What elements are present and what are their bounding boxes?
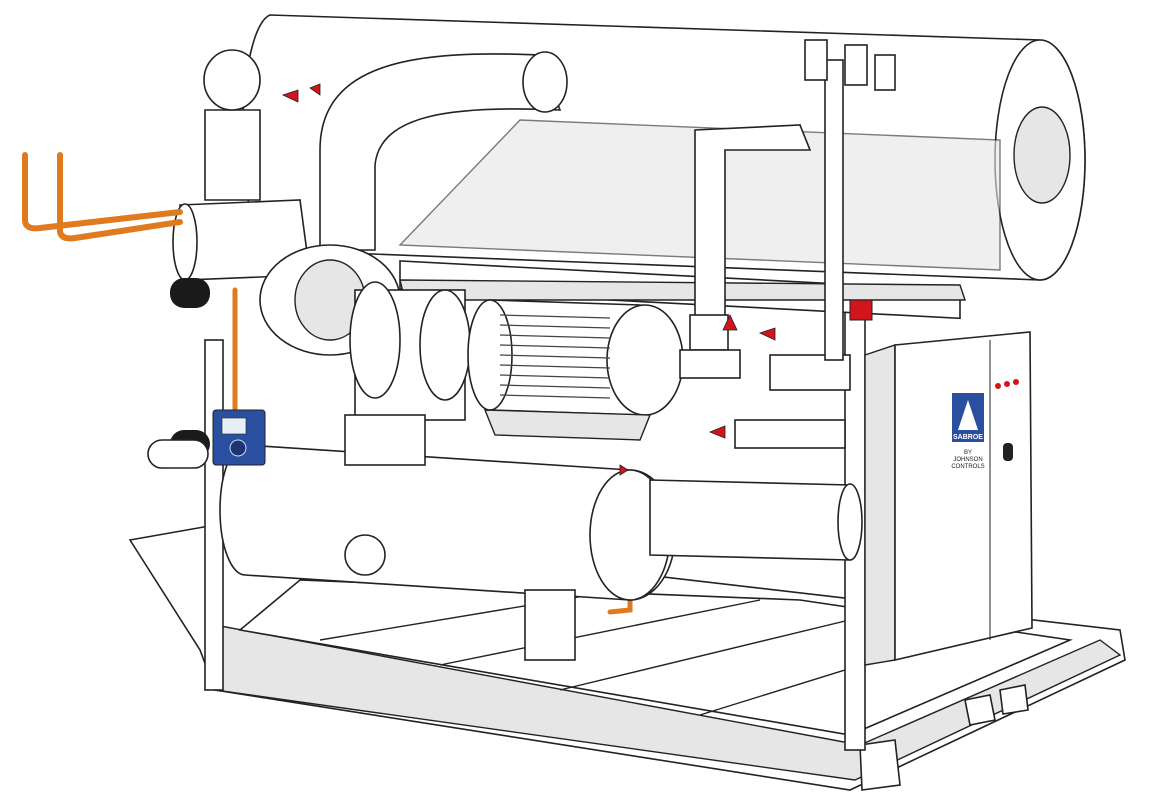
indicator-light	[995, 383, 1001, 389]
valve-handles	[281, 83, 776, 476]
indicator-light	[1013, 379, 1019, 385]
compressor-controller	[212, 409, 266, 466]
electric-motor	[467, 299, 684, 441]
control-cabinet	[864, 331, 1033, 666]
logo-brand-text: SABROE	[952, 434, 984, 442]
insulated-pipes	[147, 278, 210, 469]
heat-exchanger-vessel	[649, 479, 863, 561]
discharge-piping	[679, 39, 896, 449]
sabroe-logo-emblem	[952, 393, 984, 442]
logo-subtitle-text: BY JOHNSON CONTROLS	[951, 450, 985, 470]
compressor	[349, 281, 471, 421]
selector-switch	[1003, 443, 1013, 461]
indicator-light	[1004, 381, 1010, 387]
